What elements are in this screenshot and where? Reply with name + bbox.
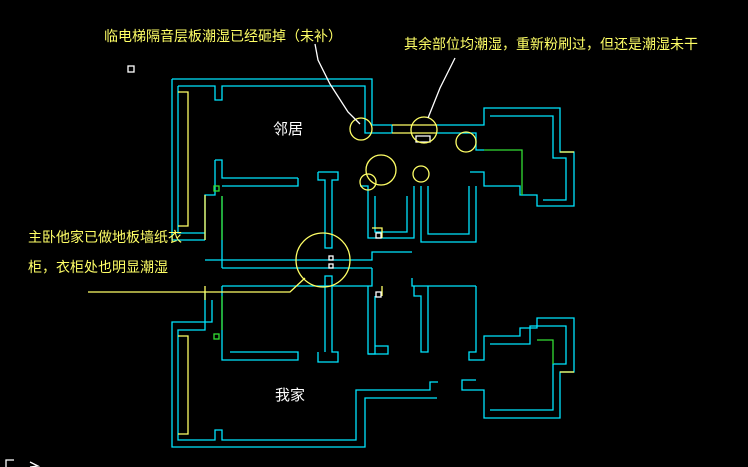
my-unit-windows: [213, 296, 554, 364]
neighbor-yellow-walls: [178, 91, 574, 240]
neighbor-unit-walls: [171, 78, 575, 278]
damp-circle-small: [359, 173, 377, 191]
damp-area-markers: [295, 116, 477, 288]
my-unit-yellow-walls: [178, 286, 574, 435]
leader-lines: [88, 43, 456, 293]
annotation-master-bedroom-line1: 主卧他家已做地板墙纸衣: [28, 229, 182, 246]
neighbor-windows: [213, 149, 523, 240]
damp-circle-far-right: [455, 131, 477, 153]
damp-circle-right: [410, 116, 438, 144]
fixture-markers: [127, 65, 431, 298]
annotation-master-bedroom-line2: 柜，衣柜处也明显潮湿: [28, 260, 168, 276]
annotation-elevator-damp: 临电梯隔音层板潮湿已经砸掉（未补）: [104, 28, 342, 45]
damp-circle-bath: [412, 165, 430, 183]
ucs-axis-icon: [5, 459, 41, 467]
annotation-remaining-damp: 其余部位均潮湿，重新粉刷过，但还是潮湿未干: [404, 36, 698, 53]
my-unit-walls: [171, 275, 575, 448]
room-label-neighbor: 邻居: [273, 120, 303, 138]
room-label-mine: 我家: [275, 386, 305, 404]
damp-circle-elevator: [349, 117, 373, 141]
damp-circle-center: [365, 154, 397, 186]
damp-circle-wardrobe: [295, 232, 351, 288]
